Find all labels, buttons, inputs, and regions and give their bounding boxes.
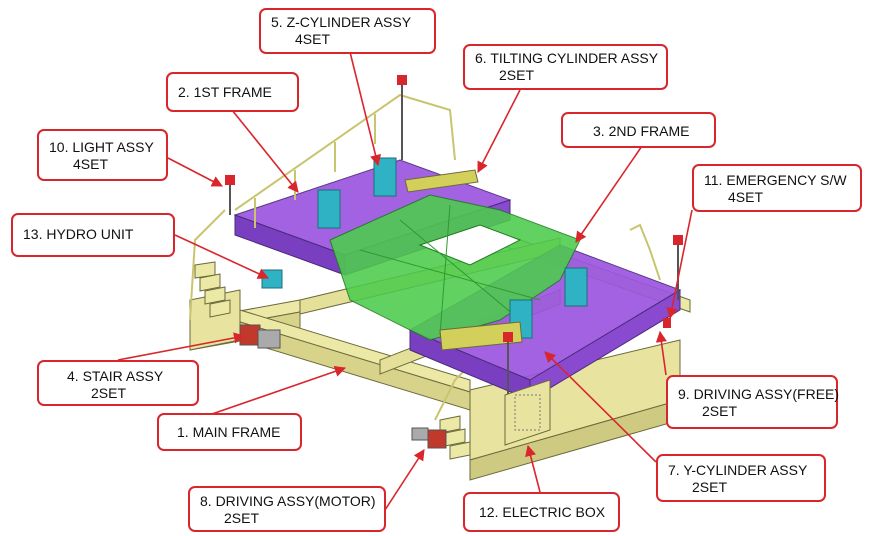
- label-light: 10. LIGHT ASSY 4SET: [37, 129, 168, 181]
- light-poles: [225, 75, 683, 400]
- label-electric-box: 12. ELECTRIC BOX: [463, 492, 620, 532]
- label-z-cylinder: 5. Z-CYLINDER ASSY 4SET: [259, 8, 436, 54]
- label-hydro: 13. HYDRO UNIT: [11, 213, 175, 257]
- emergency-switch: [663, 318, 671, 328]
- label-driving-motor: 8. DRIVING ASSY(MOTOR) 2SET: [188, 486, 386, 532]
- label-driving-free: 9. DRIVING ASSY(FREE) 2SET: [666, 375, 839, 429]
- label-emergency: 11. EMERGENCY S/W 4SET: [692, 164, 862, 212]
- label-y-cylinder: 7. Y-CYLINDER ASSY 2SET: [656, 454, 826, 502]
- hydro-unit: [261, 269, 283, 289]
- label-first-frame: 2. 1ST FRAME: [166, 72, 299, 112]
- label-stair: 4. STAIR ASSY 2SET: [37, 360, 199, 406]
- electric-box: [504, 379, 551, 446]
- label-main-frame: 1. MAIN FRAME: [157, 413, 302, 451]
- label-second-frame: 3. 2ND FRAME: [561, 112, 716, 148]
- label-tilting-cylinder: 6. TILTING CYLINDER ASSY 2SET: [463, 44, 668, 90]
- tilting-cylinders: [404, 169, 523, 351]
- stair-left: [189, 209, 231, 321]
- driving-motors: [239, 324, 447, 449]
- railings: [234, 93, 661, 281]
- leader-lines: [117, 51, 693, 511]
